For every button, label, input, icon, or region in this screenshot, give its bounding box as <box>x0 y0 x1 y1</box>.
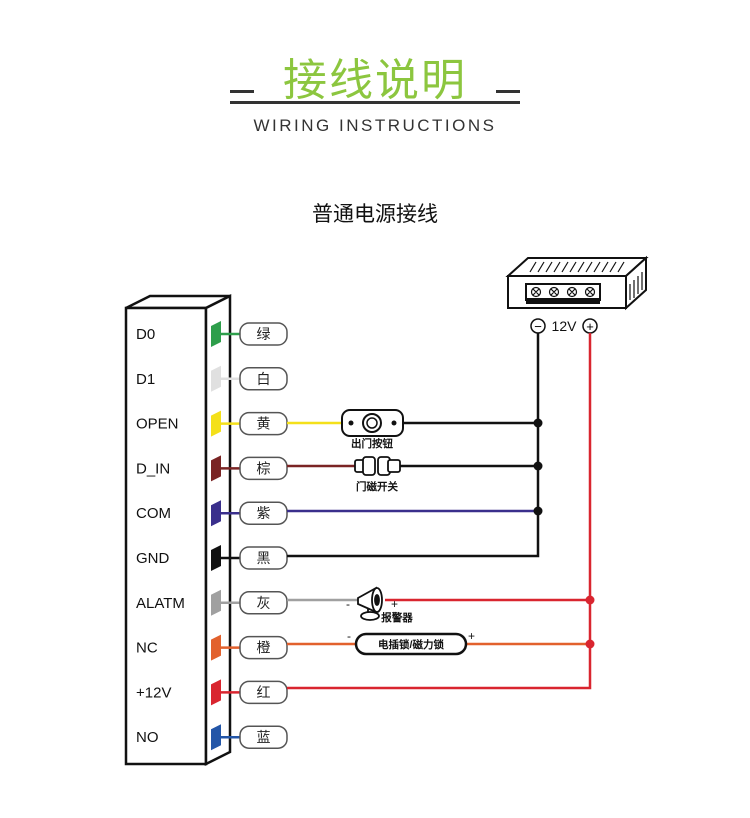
terminal-label: D0 <box>136 326 155 343</box>
terminal-row-d1: D1 白 <box>136 365 288 392</box>
lock-device <box>354 632 468 656</box>
power-supply <box>505 255 649 311</box>
terminal-color-tab <box>211 321 221 347</box>
psu-positive-terminal: + <box>582 318 598 334</box>
alarm-minus: - <box>346 597 350 611</box>
wire-color-pill <box>239 635 288 660</box>
terminal-label: NC <box>136 640 158 657</box>
terminal-label: OPEN <box>136 416 179 433</box>
terminal-row-nc: NC 橙 <box>136 634 288 661</box>
terminal-row-open: OPEN 黄 <box>136 410 288 437</box>
terminal-color-tab <box>211 455 221 482</box>
exit-button-device <box>341 409 404 437</box>
terminal-color-tab <box>211 545 221 571</box>
wire-color-pill <box>239 456 288 481</box>
terminal-color-tab <box>211 724 221 751</box>
terminal-color-tab <box>211 500 221 527</box>
terminal-row-12v: +12V 红 <box>136 679 288 706</box>
wire-color-pill <box>239 367 288 391</box>
wire-gnd-bus <box>287 333 540 558</box>
wire-color-label: 黑 <box>257 550 271 566</box>
wire-positive-bus <box>287 333 592 690</box>
wire-color-pill <box>239 546 288 570</box>
alarm-label: 报警器 <box>381 611 413 624</box>
alarm-plus: + <box>391 597 398 611</box>
terminal-label: COM <box>136 505 171 522</box>
page-title: 接线说明 <box>283 55 467 106</box>
lock-minus: - <box>347 629 351 643</box>
section-title: 普通电源接线 <box>312 202 438 226</box>
lock-plus: + <box>468 629 475 643</box>
terminal-row-d0: D0 绿 <box>136 321 288 347</box>
terminal-label: D_IN <box>136 460 170 477</box>
terminal-color-tab <box>211 634 221 661</box>
title-dash-right <box>496 90 520 93</box>
terminal-color-tab <box>211 410 221 437</box>
psu-negative-terminal: − <box>530 318 546 334</box>
wire-color-label: 蓝 <box>257 729 271 745</box>
terminal-label: ALATM <box>136 595 185 612</box>
exit-button-label: 出门按钮 <box>351 437 393 450</box>
terminal-label: NO <box>136 729 159 746</box>
wire-color-pill <box>239 725 288 749</box>
title-dash-left <box>230 90 254 93</box>
terminal-row-no: NO 蓝 <box>136 724 288 751</box>
alarm-horn-icon <box>357 586 383 621</box>
terminal-row-com: COM 紫 <box>136 500 288 527</box>
terminal-label: GND <box>136 550 170 567</box>
terminal-color-tab <box>211 679 221 706</box>
wire-color-label: 紫 <box>257 505 271 521</box>
terminal-label: +12V <box>136 684 171 701</box>
terminal-color-tab <box>211 365 221 392</box>
junction-dots <box>533 418 595 649</box>
door-sensor-label: 门磁开关 <box>356 480 398 493</box>
terminal-row-din: D_IN 棕 <box>136 455 288 482</box>
wire-color-label: 灰 <box>257 595 271 611</box>
psu-voltage-label: 12V <box>552 318 578 334</box>
wire-color-pill <box>239 680 288 705</box>
terminal-row-gnd: GND 黑 <box>136 545 288 571</box>
title-underline <box>230 101 520 104</box>
wire-color-pill <box>239 322 288 346</box>
terminal-row-alatm: ALATM 灰 <box>136 589 288 616</box>
terminal-label: D1 <box>136 371 155 388</box>
wire-color-label: 橙 <box>257 640 271 656</box>
wire-color-label: 棕 <box>257 460 271 476</box>
lock-label: 电插锁/磁力锁 <box>378 638 444 651</box>
door-sensor-device <box>354 456 401 476</box>
wire-color-label: 黄 <box>257 416 271 432</box>
wire-color-label: 绿 <box>257 326 271 342</box>
psu-positive-sign: + <box>586 319 594 334</box>
controller-box <box>124 293 232 767</box>
psu-negative-sign: − <box>534 319 542 334</box>
wire-color-pill <box>239 591 288 615</box>
page-subtitle: WIRING INSTRUCTIONS <box>253 116 497 135</box>
wire-color-label: 红 <box>257 684 271 700</box>
wire-color-pill <box>239 501 288 525</box>
terminal-color-tab <box>211 589 221 616</box>
wire-color-label: 白 <box>257 371 271 387</box>
